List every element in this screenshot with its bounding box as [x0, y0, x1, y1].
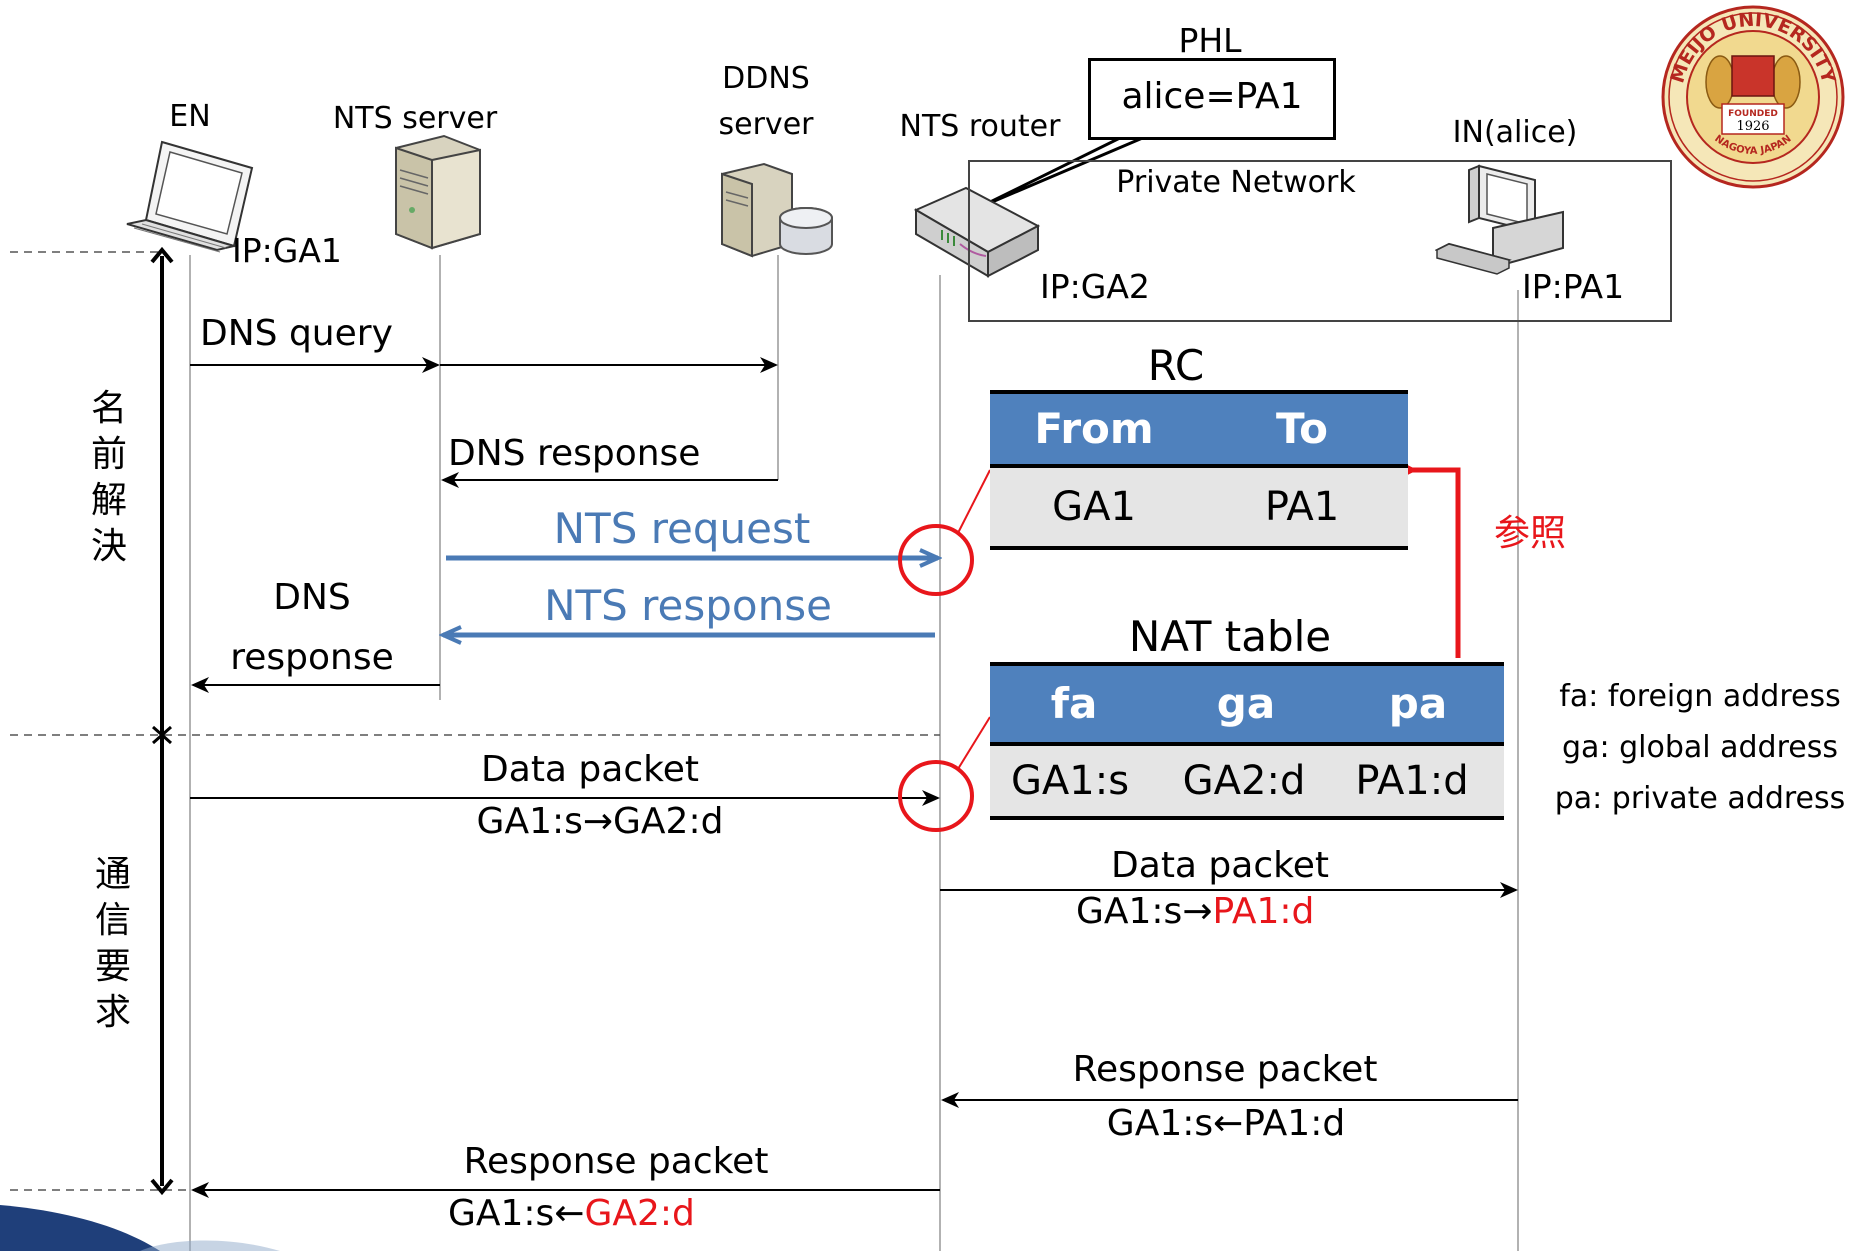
- ip-label-in: IP:PA1: [1522, 267, 1625, 306]
- msg-dns-response-server: DNS response: [448, 433, 701, 474]
- node-label-ddns-2: server: [718, 107, 814, 142]
- nat-table: fa ga pa GA1:s GA2:d PA1:d: [990, 662, 1504, 824]
- nat-header-ga: ga: [1216, 679, 1276, 728]
- highlight-circle-rc: [898, 524, 974, 596]
- msg-data-packet-1-addr: GA1:s→GA2:d: [476, 801, 724, 842]
- msg-dns-query: DNS query: [200, 313, 393, 354]
- nat-cell-fa: GA1:s: [1010, 758, 1130, 804]
- rc-header-from: From: [1034, 404, 1154, 453]
- phase-label-communication: 通 信 要 求: [94, 854, 131, 1033]
- nat-header-fa: fa: [1050, 679, 1098, 728]
- rc-table: From To GA1 PA1: [990, 390, 1408, 552]
- rc-header-to: To: [1276, 404, 1328, 453]
- legend-fa: fa: foreign address: [1559, 679, 1841, 714]
- phase-label-name-resolution: 名 前 解 決: [90, 388, 127, 567]
- rc-table-row: GA1 PA1: [990, 468, 1408, 550]
- node-label-nts-router: NTS router: [899, 109, 1061, 144]
- legend-ga: ga: global address: [1562, 730, 1838, 765]
- ddns-server-icon: [721, 162, 833, 258]
- nat-table-title: NAT table: [1128, 612, 1332, 661]
- rc-table-title: RC: [1147, 341, 1205, 390]
- reference-label: 参照: [1494, 513, 1567, 554]
- server-icon: [395, 134, 481, 250]
- phl-entry: alice=PA1: [1121, 76, 1303, 117]
- phl-title: PHL: [1178, 21, 1242, 60]
- phl-callout-box: alice=PA1: [1088, 58, 1336, 140]
- logo-founded: FOUNDED: [1728, 109, 1778, 119]
- router-icon: [913, 186, 1041, 278]
- msg-data-packet-1: Data packet: [481, 749, 699, 790]
- phase-axis-bottom-arrowhead: [150, 1178, 174, 1196]
- phase-axis-mid-cross: [152, 725, 172, 745]
- highlight-circle-nat: [898, 760, 974, 832]
- logo-year: 1926: [1736, 119, 1769, 134]
- msg-response-packet-1: Response packet: [1072, 1049, 1378, 1090]
- corner-swoosh: [0, 1205, 160, 1251]
- ip-label-router: IP:GA2: [1040, 267, 1150, 306]
- nat-cell-pa: PA1:d: [1355, 758, 1469, 804]
- node-label-nts-server: NTS server: [332, 101, 498, 136]
- highlight-connector-nat: [957, 716, 991, 770]
- node-label-in-alice: IN(alice): [1452, 115, 1578, 150]
- node-label-en: EN: [169, 99, 211, 134]
- msg-nts-request: NTS request: [553, 504, 811, 553]
- private-network-box: [968, 160, 1672, 322]
- msg-dns-response-en-2: response: [230, 637, 394, 678]
- ip-label-en: IP:GA1: [232, 231, 342, 270]
- msg-response-packet-2-addr: GA1:s←GA2:d: [448, 1193, 695, 1234]
- nat-table-header: fa ga pa: [990, 662, 1504, 742]
- rc-cell-from: GA1: [1052, 484, 1136, 530]
- arrow-reference: [1412, 470, 1461, 658]
- rc-table-header: From To: [990, 390, 1408, 468]
- highlight-connector-rc: [957, 469, 991, 534]
- nat-header-pa: pa: [1388, 679, 1448, 728]
- private-network-label: Private Network: [1116, 165, 1356, 200]
- desktop-icon: [1435, 164, 1564, 275]
- msg-data-packet-2: Data packet: [1111, 845, 1329, 886]
- msg-nts-response: NTS response: [544, 581, 832, 630]
- university-seal-logo: MEIJO UNIVERSITY NAGOYA JAPAN FOUNDED 19…: [1661, 5, 1845, 189]
- msg-dns-response-en-1: DNS: [273, 577, 351, 618]
- rc-cell-to: PA1: [1264, 484, 1340, 530]
- legend-pa: pa: private address: [1554, 781, 1846, 816]
- node-label-ddns-1: DDNS: [722, 61, 810, 96]
- laptop-icon: [126, 140, 254, 253]
- msg-response-packet-2: Response packet: [463, 1141, 769, 1182]
- msg-response-packet-1-addr: GA1:s←PA1:d: [1106, 1103, 1346, 1144]
- nat-table-row: GA1:s GA2:d PA1:d: [990, 742, 1504, 820]
- msg-data-packet-2-addr: GA1:s→PA1:d: [1076, 891, 1315, 932]
- phase-axis-top-arrowhead: [150, 246, 174, 264]
- nat-cell-ga: GA2:d: [1182, 758, 1306, 804]
